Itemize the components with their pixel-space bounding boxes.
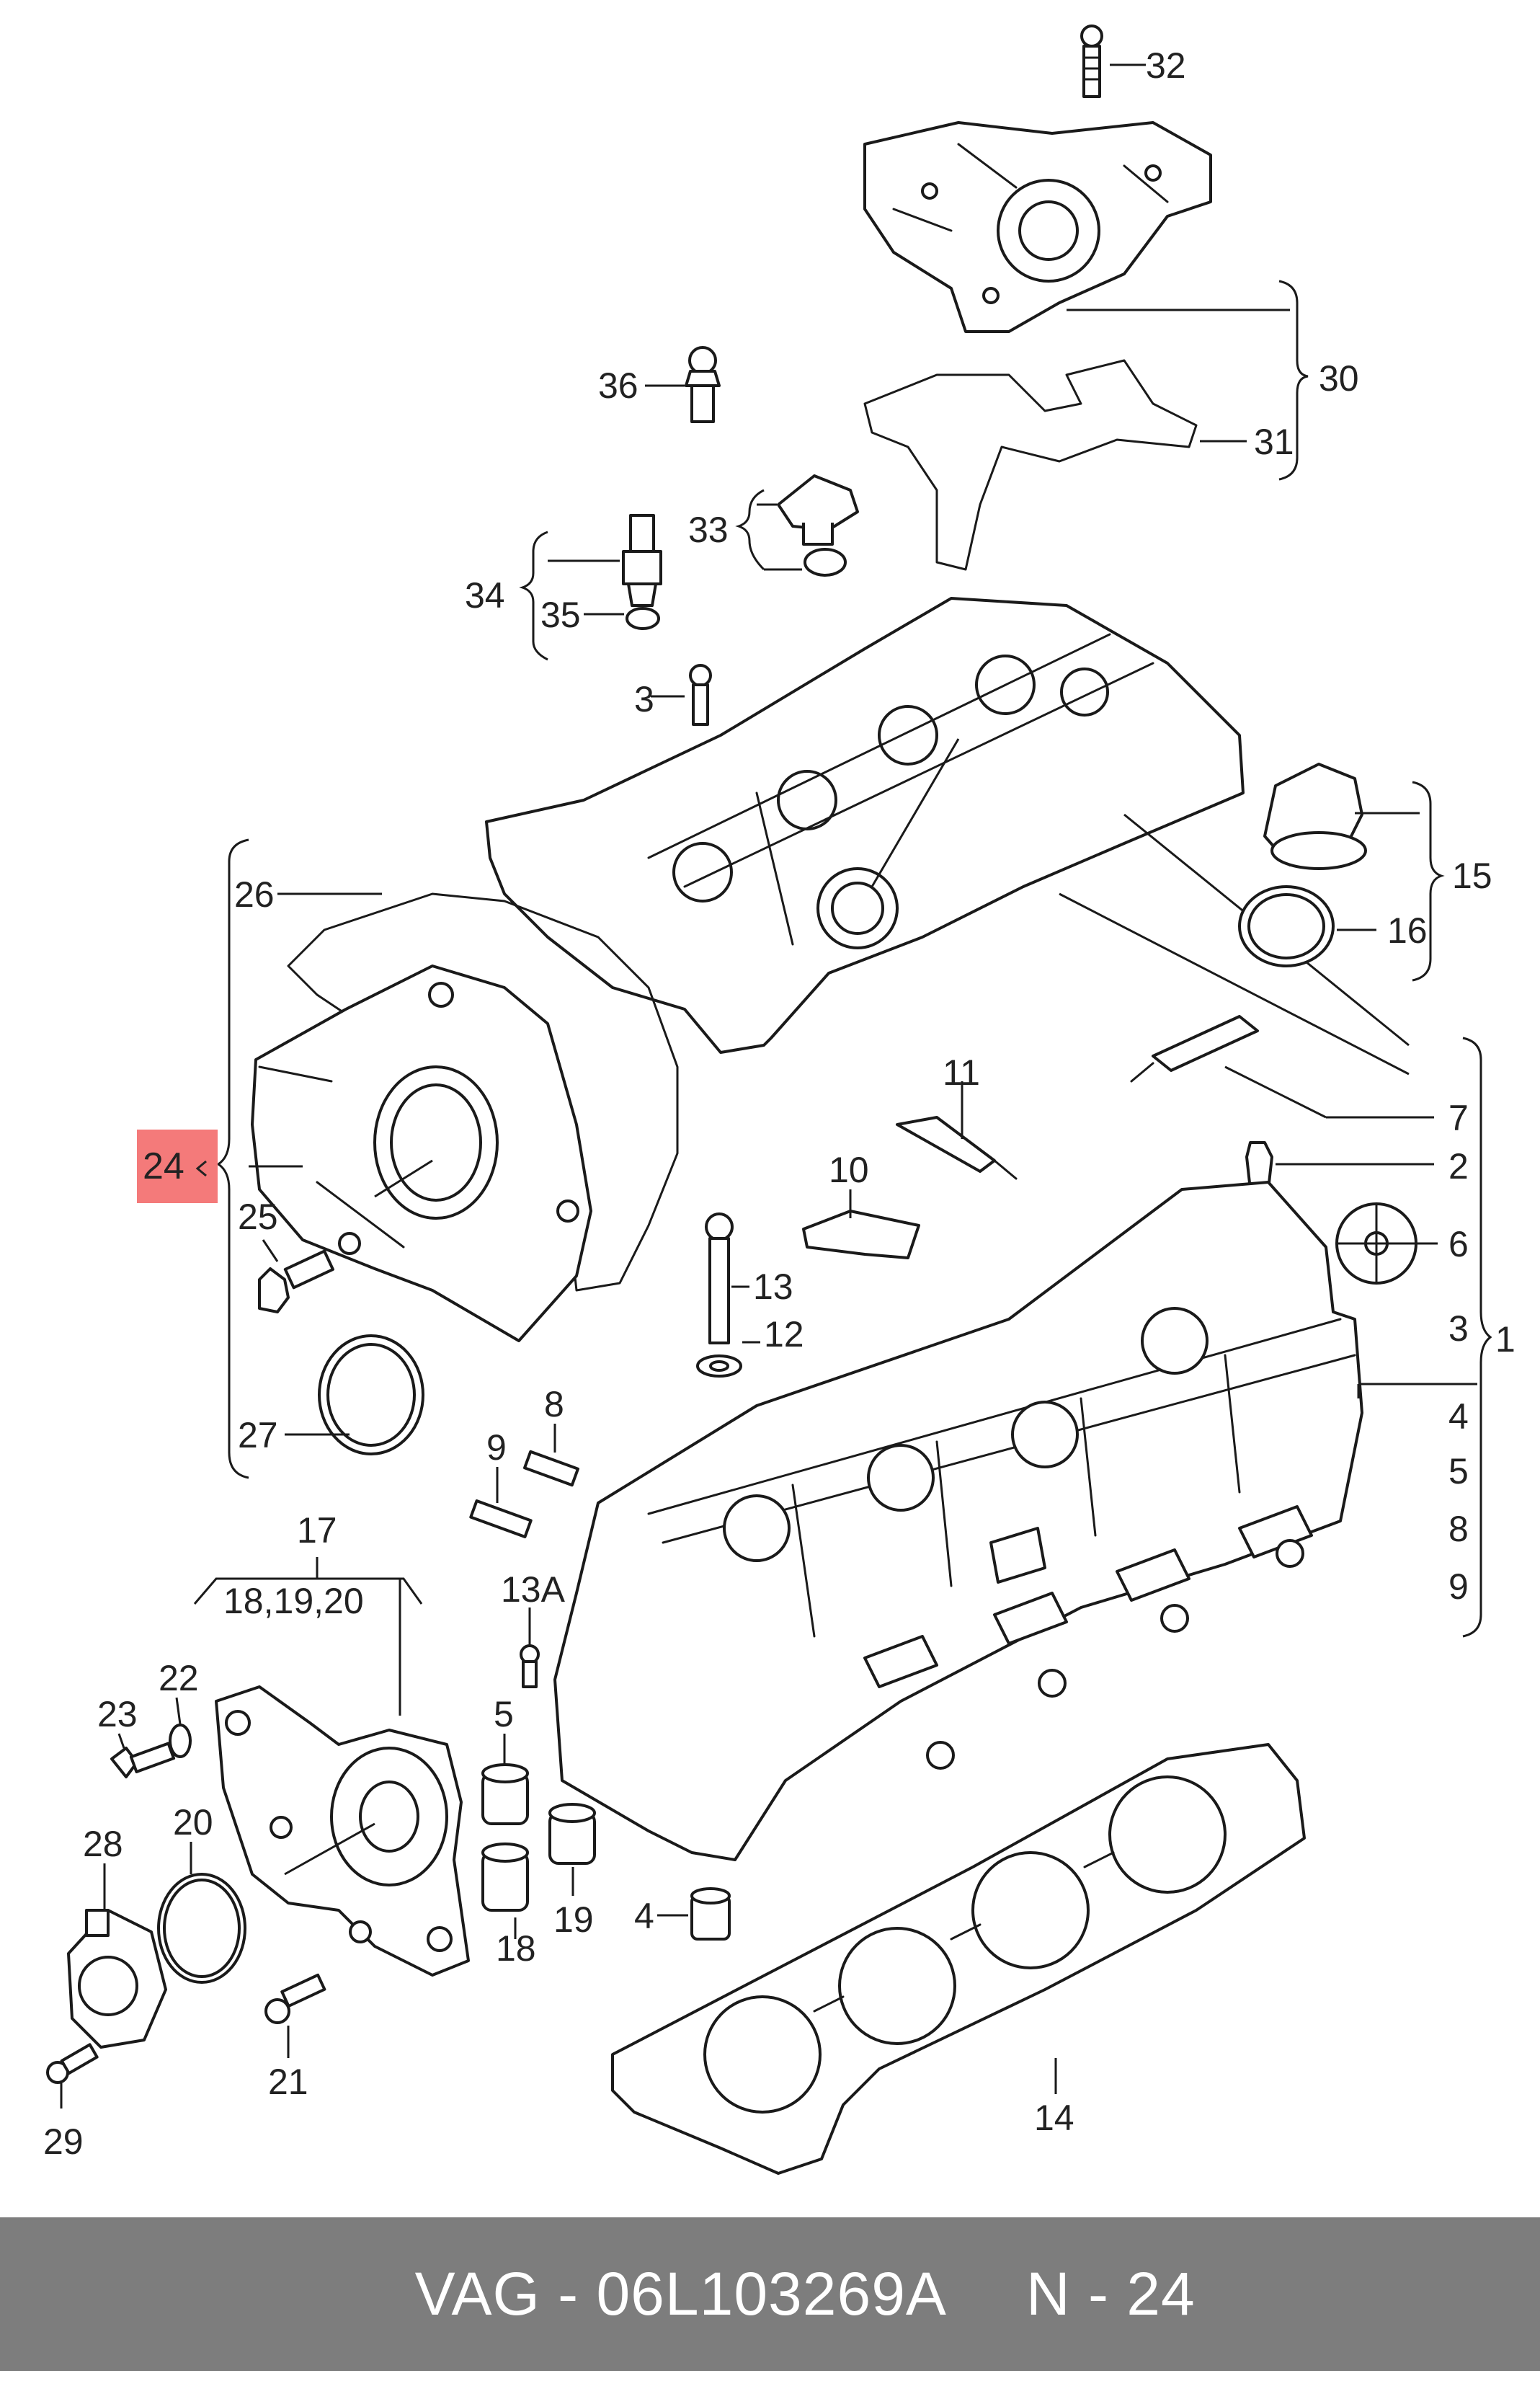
label-15: 15 bbox=[1452, 856, 1492, 896]
timing-cover-24[interactable] bbox=[249, 965, 592, 1342]
label-7: 7 bbox=[1448, 1098, 1469, 1138]
label-3-right: 3 bbox=[1448, 1308, 1469, 1349]
footer-bar: VAG - 06L103269A N - 24 bbox=[0, 2217, 1540, 2371]
label-5-left: 5 bbox=[494, 1694, 514, 1734]
label-36: 36 bbox=[598, 365, 638, 406]
label-18-19-20: 18,19,20 bbox=[223, 1581, 364, 1621]
label-32: 32 bbox=[1146, 45, 1186, 86]
washer-22[interactable] bbox=[169, 1697, 192, 1758]
o-ring-20[interactable] bbox=[157, 1842, 246, 1984]
oil-filler-cap-15[interactable] bbox=[1263, 763, 1420, 870]
washer-12[interactable] bbox=[696, 1341, 760, 1378]
label-6: 6 bbox=[1448, 1224, 1469, 1264]
cylinder-head-1[interactable] bbox=[553, 1181, 1477, 1861]
callout-labels: 32 30 31 36 33 34 35 3 26 15 16 11 7 10 … bbox=[43, 45, 1515, 2162]
label-9-top: 9 bbox=[486, 1427, 507, 1468]
bolt-13[interactable] bbox=[705, 1212, 749, 1344]
label-8-top: 8 bbox=[544, 1384, 564, 1424]
label-23: 23 bbox=[97, 1694, 138, 1734]
bolt-25[interactable] bbox=[258, 1239, 334, 1313]
label-25: 25 bbox=[238, 1197, 278, 1237]
bolt-29[interactable] bbox=[46, 2043, 99, 2108]
label-30: 30 bbox=[1319, 358, 1359, 399]
pump-housing-17[interactable] bbox=[215, 1685, 470, 1977]
label-4-right: 4 bbox=[1448, 1396, 1469, 1437]
label-18: 18 bbox=[496, 1928, 536, 1969]
label-5-right: 5 bbox=[1448, 1451, 1469, 1491]
highlight-arrow-icon bbox=[195, 1160, 207, 1177]
bolt-23[interactable] bbox=[110, 1733, 176, 1778]
bracket-34 bbox=[519, 531, 548, 661]
label-22: 22 bbox=[159, 1658, 199, 1698]
label-12: 12 bbox=[764, 1314, 804, 1354]
label-27: 27 bbox=[238, 1415, 278, 1455]
seal-27[interactable] bbox=[285, 1334, 424, 1455]
label-8-right: 8 bbox=[1448, 1509, 1469, 1549]
bracket-17 bbox=[193, 1577, 423, 1605]
label-29: 29 bbox=[43, 2121, 84, 2162]
bracket-24 bbox=[216, 838, 249, 1479]
label-11: 11 bbox=[943, 1052, 980, 1093]
breather-housing-30[interactable] bbox=[863, 121, 1290, 333]
bolt-32[interactable] bbox=[1080, 25, 1146, 98]
dowel-pin-2[interactable] bbox=[1245, 1141, 1434, 1191]
label-16: 16 bbox=[1387, 910, 1428, 951]
footer-position-ref: N - 24 bbox=[1025, 2260, 1196, 2328]
footer-text: VAG - 06L103269A N - 24 bbox=[344, 2189, 1195, 2399]
guide-4[interactable] bbox=[657, 1887, 731, 1941]
label-10: 10 bbox=[829, 1150, 869, 1190]
label-34: 34 bbox=[465, 575, 505, 616]
shim-10[interactable] bbox=[802, 1189, 920, 1259]
bolt-36[interactable] bbox=[645, 346, 721, 423]
label-2: 2 bbox=[1448, 1146, 1469, 1187]
highlight-label: 24 bbox=[143, 1145, 207, 1187]
sealant-tube-7[interactable] bbox=[1130, 1015, 1434, 1119]
sensor-34[interactable] bbox=[548, 514, 662, 607]
stud-9[interactable] bbox=[469, 1467, 533, 1538]
highlight-label-text: 24 bbox=[143, 1145, 184, 1187]
label-9-right: 9 bbox=[1448, 1566, 1469, 1607]
label-13A: 13A bbox=[501, 1569, 566, 1610]
cap-33[interactable] bbox=[757, 474, 859, 577]
label-20: 20 bbox=[173, 1802, 213, 1843]
label-31: 31 bbox=[1254, 422, 1294, 462]
label-28: 28 bbox=[83, 1824, 123, 1864]
label-21: 21 bbox=[268, 2062, 308, 2102]
bracket-33 bbox=[735, 489, 765, 571]
label-3-top: 3 bbox=[634, 679, 654, 719]
footer-part-number: VAG - 06L103269A bbox=[414, 2260, 947, 2328]
bracket-1 bbox=[1462, 1037, 1492, 1638]
seal-ring-35[interactable] bbox=[584, 607, 660, 630]
bracket-30 bbox=[1278, 280, 1309, 481]
label-14: 14 bbox=[1034, 2098, 1074, 2138]
label-26: 26 bbox=[234, 874, 275, 915]
label-17: 17 bbox=[297, 1510, 337, 1551]
bucket-19[interactable] bbox=[548, 1803, 596, 1896]
bucket-5[interactable] bbox=[481, 1734, 529, 1825]
gasket-31[interactable] bbox=[863, 359, 1247, 571]
stud-8[interactable] bbox=[523, 1424, 579, 1487]
bolt-13A[interactable] bbox=[520, 1608, 540, 1688]
bracket-15 bbox=[1412, 781, 1445, 982]
bucket-18[interactable] bbox=[481, 1843, 529, 1939]
valve-cover[interactable] bbox=[485, 597, 1410, 1076]
seal-16[interactable] bbox=[1238, 885, 1376, 967]
label-13: 13 bbox=[753, 1267, 793, 1307]
head-gasket-14[interactable] bbox=[611, 1743, 1306, 2175]
bolt-21[interactable] bbox=[264, 1973, 326, 2058]
bolt-3[interactable] bbox=[651, 664, 712, 726]
label-4-left: 4 bbox=[634, 1896, 654, 1936]
flange-28[interactable] bbox=[67, 1863, 167, 2049]
gear-6[interactable] bbox=[1335, 1202, 1438, 1285]
label-1: 1 bbox=[1495, 1319, 1515, 1360]
label-33: 33 bbox=[688, 510, 729, 550]
highlighted-callout-24: 24 bbox=[137, 1130, 218, 1203]
exploded-parts-diagram: 32 30 31 36 33 34 35 3 26 15 16 11 7 10 … bbox=[43, 25, 1515, 2175]
label-19: 19 bbox=[553, 1899, 594, 1940]
sealant-tube-11[interactable] bbox=[896, 1081, 1018, 1180]
label-35: 35 bbox=[540, 595, 581, 635]
